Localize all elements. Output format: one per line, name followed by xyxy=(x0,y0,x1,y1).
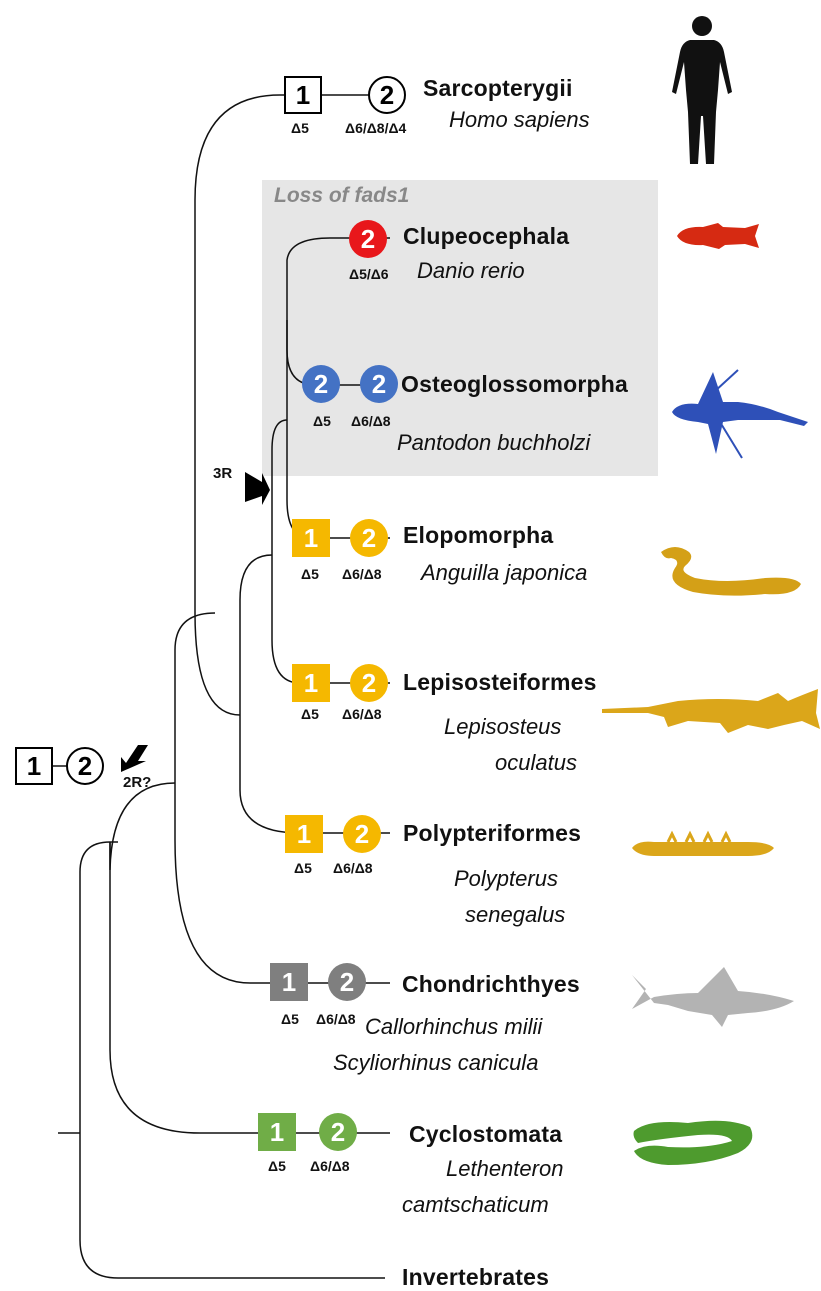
species-danio-rerio: Danio rerio xyxy=(417,258,525,284)
lepisosteiformes-fads2-badge: 2 xyxy=(350,664,388,702)
taxon-elopomorpha: Elopomorpha xyxy=(403,522,553,549)
taxon-chondrichthyes: Chondrichthyes xyxy=(402,971,580,998)
taxon-osteoglossomorpha: Osteoglossomorpha xyxy=(401,371,628,398)
taxon-clupeocephala: Clupeocephala xyxy=(403,223,569,250)
bichir-icon xyxy=(628,830,778,866)
arrow-2r-icon xyxy=(121,745,148,772)
cyclostomata-fads2-activity: Δ6/Δ8 xyxy=(310,1158,350,1174)
species-pantodon-buchholzi: Pantodon buchholzi xyxy=(397,430,590,456)
cyclostomata-fads1-badge: 1 xyxy=(258,1113,296,1151)
lepisosteiformes-fads2-activity: Δ6/Δ8 xyxy=(342,706,382,722)
branch-gnathostomata xyxy=(110,783,175,870)
shark-icon xyxy=(628,953,798,1033)
lepisosteiformes-fads1-activity: Δ5 xyxy=(301,706,319,722)
chondrichthyes-fads2-activity: Δ6/Δ8 xyxy=(316,1011,356,1027)
polypteriformes-fads2-badge: 2 xyxy=(343,815,381,853)
lepisosteiformes-fads1-badge: 1 xyxy=(292,664,330,702)
taxon-invertebrates: Invertebrates xyxy=(402,1264,549,1291)
chondrichthyes-fads1-activity: Δ5 xyxy=(281,1011,299,1027)
branch-actinopterygii xyxy=(195,613,240,715)
species-scyliorhinus-canicula: Scyliorhinus canicula xyxy=(333,1050,538,1076)
branch-teleostei xyxy=(272,420,287,555)
clupeocephala-fads2-activity: Δ5/Δ6 xyxy=(349,266,389,282)
zebrafish-icon xyxy=(673,218,783,254)
osteoglossomorpha-fads2b-badge: 2 xyxy=(360,365,398,403)
species-anguilla-japonica: Anguilla japonica xyxy=(421,560,587,586)
osteoglossomorpha-fads2a-activity: Δ5 xyxy=(313,413,331,429)
gar-icon xyxy=(598,685,821,741)
species-callorhinchus-milii: Callorhinchus milii xyxy=(365,1014,542,1040)
root-fads1-badge: 1 xyxy=(15,747,53,785)
chondrichthyes-fads2-badge: 2 xyxy=(328,963,366,1001)
wgd-3r-label: 3R xyxy=(213,465,232,482)
osteoglossomorpha-fads2a-badge: 2 xyxy=(302,365,340,403)
cyclostomata-fads2-badge: 2 xyxy=(319,1113,357,1151)
branch-invertebrates xyxy=(80,1133,385,1278)
elopomorpha-fads1-badge: 1 xyxy=(292,519,330,557)
species-homo-sapiens: Homo sapiens xyxy=(449,107,590,133)
clupeocephala-fads2-badge: 2 xyxy=(349,220,387,258)
taxon-polypteriformes: Polypteriformes xyxy=(403,820,581,847)
human-icon xyxy=(662,12,742,172)
elopomorpha-fads2-activity: Δ6/Δ8 xyxy=(342,566,382,582)
lamprey-icon xyxy=(628,1113,758,1173)
chondrichthyes-fads1-badge: 1 xyxy=(270,963,308,1001)
sarcopterygii-fads1-activity: Δ5 xyxy=(291,120,309,136)
taxon-sarcopterygii: Sarcopterygii xyxy=(423,75,573,102)
sarcopterygii-fads2-activity: Δ6/Δ8/Δ4 xyxy=(345,120,406,136)
taxon-lepisosteiformes: Lepisosteiformes xyxy=(403,669,597,696)
species-camtschaticum: camtschaticum xyxy=(402,1192,549,1218)
branch-actinopteri xyxy=(240,555,272,715)
branch-vertebrates xyxy=(80,842,118,1133)
sarcopterygii-fads1-badge: 1 xyxy=(284,76,322,114)
species-lepisosteus: Lepisosteus xyxy=(444,714,561,740)
eel-icon xyxy=(655,540,805,600)
polypteriformes-fads1-badge: 1 xyxy=(285,815,323,853)
elopomorpha-fads2-badge: 2 xyxy=(350,519,388,557)
species-lethenteron: Lethenteron xyxy=(446,1156,563,1182)
species-polypterus: Polypterus xyxy=(454,866,558,892)
wgd-2r-label: 2R? xyxy=(123,774,151,791)
sarcopterygii-fads2-badge: 2 xyxy=(368,76,406,114)
elopomorpha-fads1-activity: Δ5 xyxy=(301,566,319,582)
cyclostomata-fads1-activity: Δ5 xyxy=(268,1158,286,1174)
branch-chondrichthyes xyxy=(175,783,390,983)
polypteriformes-fads1-activity: Δ5 xyxy=(294,860,312,876)
arrow-3r-icon xyxy=(245,472,270,505)
species-senegalus: senegalus xyxy=(465,902,565,928)
root-fads2-badge: 2 xyxy=(66,747,104,785)
polypteriformes-fads2-activity: Δ6/Δ8 xyxy=(333,860,373,876)
butterflyfish-icon xyxy=(668,362,818,462)
osteoglossomorpha-fads2b-activity: Δ6/Δ8 xyxy=(351,413,391,429)
species-oculatus: oculatus xyxy=(495,750,577,776)
taxon-cyclostomata: Cyclostomata xyxy=(409,1121,562,1148)
branch-osteichthyes xyxy=(175,613,215,783)
